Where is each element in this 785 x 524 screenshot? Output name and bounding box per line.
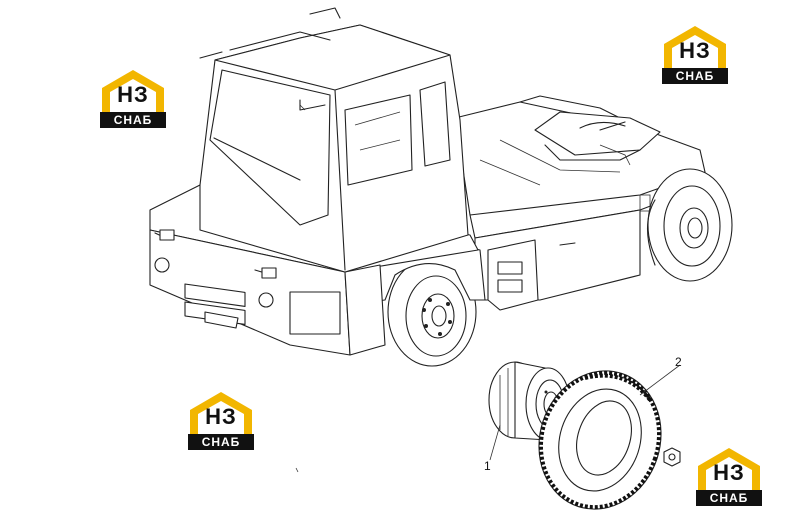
- watermark-logo: НЗ СНАБ: [98, 68, 168, 130]
- house-roof-icon: [190, 392, 252, 434]
- watermark-main-text: НЗ: [117, 82, 149, 107]
- tire-part: [538, 370, 662, 510]
- watermark-main-text: НЗ: [713, 460, 745, 485]
- front-wheel: [387, 257, 477, 367]
- watermark-main-text: НЗ: [679, 38, 711, 63]
- watermark-logo: НЗ СНАБ: [694, 446, 764, 508]
- watermark-sub-text: СНАБ: [696, 490, 762, 506]
- watermark-logo: НЗ СНАБ: [186, 390, 256, 452]
- watermark-sub-text: СНАБ: [662, 68, 728, 84]
- house-roof-icon: [664, 26, 726, 68]
- watermark-sub-text: СНАБ: [100, 112, 166, 128]
- leader-line-2: [639, 364, 681, 396]
- scan-mark: [295, 467, 299, 473]
- callout-2: 2: [675, 355, 682, 369]
- leader-line-1: [489, 424, 501, 461]
- house-roof-icon: [102, 70, 164, 112]
- callout-1: 1: [484, 459, 491, 473]
- wheel-nut: [663, 447, 681, 467]
- watermark-main-text: НЗ: [205, 404, 237, 429]
- terminal-tractor-drawing: [149, 7, 733, 367]
- watermark-logo: НЗ СНАБ: [660, 24, 730, 86]
- house-roof-icon: [698, 448, 760, 490]
- exploded-wheel-parts: 1 2: [484, 355, 682, 510]
- rear-wheel: [647, 168, 733, 282]
- watermark-sub-text: СНАБ: [188, 434, 254, 450]
